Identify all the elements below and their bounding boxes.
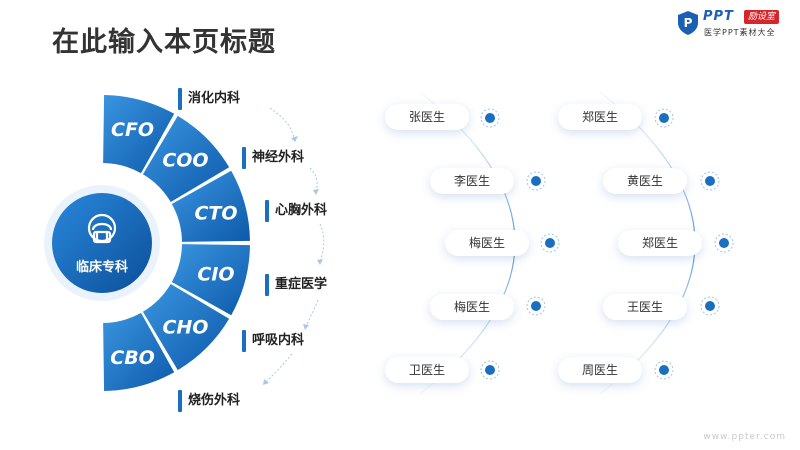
node-dot bbox=[659, 365, 669, 375]
node-ring bbox=[700, 296, 720, 316]
logo-subtitle: 医学PPT素材大全 bbox=[704, 28, 776, 37]
ring-segment bbox=[103, 95, 175, 174]
ring-segment bbox=[103, 312, 175, 391]
shield-p-icon: P bbox=[678, 11, 698, 35]
node-dot bbox=[705, 301, 715, 311]
watermark: www.ppter.com bbox=[703, 432, 786, 442]
ring-segment bbox=[142, 115, 230, 203]
node-ring bbox=[480, 108, 500, 128]
dept-label: 消化内科 bbox=[178, 88, 240, 110]
arrow-heads bbox=[263, 136, 323, 385]
doctor-pill[interactable]: 黄医生 bbox=[603, 168, 687, 194]
brand-logo: P PPT 励设室 医学PPT素材大全 bbox=[677, 8, 793, 38]
node-dot bbox=[485, 365, 495, 375]
node-dot bbox=[705, 176, 715, 186]
segment-label: CHO bbox=[162, 316, 208, 338]
node-ring bbox=[540, 233, 560, 253]
node-ring bbox=[654, 360, 674, 380]
ring-segment bbox=[171, 244, 250, 316]
node-ring bbox=[526, 171, 546, 191]
doctor-pill[interactable]: 张医生 bbox=[385, 104, 469, 130]
dept-label: 心胸外科 bbox=[265, 200, 327, 222]
doctor-pill[interactable]: 郑医生 bbox=[618, 230, 702, 256]
node-dot bbox=[531, 176, 541, 186]
node-ring bbox=[714, 233, 734, 253]
node-dot bbox=[545, 238, 555, 248]
segment-label: CFO bbox=[111, 119, 154, 141]
doctor-pill[interactable]: 卫医生 bbox=[385, 357, 469, 383]
node-ring bbox=[526, 296, 546, 316]
ring-segment bbox=[171, 170, 250, 242]
segment-ring: CFO COO CTO CIO CHO CBO bbox=[103, 95, 250, 391]
logo-brand: PPT bbox=[703, 9, 734, 24]
node-ring bbox=[700, 171, 720, 191]
arc-nodes bbox=[480, 108, 734, 380]
node-dot bbox=[531, 301, 541, 311]
dept-label: 呼吸内科 bbox=[242, 330, 304, 352]
dept-label: 重症医学 bbox=[265, 274, 327, 296]
dept-label: 神经外科 bbox=[242, 147, 304, 169]
doctor-pill[interactable]: 梅医生 bbox=[430, 294, 514, 320]
doctor-pill[interactable]: 周医生 bbox=[558, 357, 642, 383]
doctor-icon bbox=[87, 213, 117, 244]
dept-connectors bbox=[265, 107, 325, 383]
segment-label: CIO bbox=[197, 264, 234, 286]
ring-segment bbox=[142, 283, 230, 371]
node-ring bbox=[654, 108, 674, 128]
doctor-pill[interactable]: 王医生 bbox=[603, 294, 687, 320]
logo-tag: 励设室 bbox=[744, 10, 780, 24]
segment-label: CTO bbox=[194, 202, 237, 224]
node-dot bbox=[485, 113, 495, 123]
dept-label: 烧伤外科 bbox=[178, 390, 240, 412]
page-title: 在此输入本页标题 bbox=[52, 27, 276, 58]
node-dot bbox=[659, 113, 669, 123]
doctor-pill[interactable]: 郑医生 bbox=[558, 104, 642, 130]
doctor-pill[interactable]: 梅医生 bbox=[445, 230, 529, 256]
segment-label: COO bbox=[162, 150, 208, 172]
node-dot bbox=[719, 238, 729, 248]
center-label: 临床专科 bbox=[76, 259, 128, 275]
node-ring bbox=[480, 360, 500, 380]
svg-text:P: P bbox=[684, 16, 693, 30]
doctor-pill[interactable]: 李医生 bbox=[430, 168, 514, 194]
segment-label: CBO bbox=[110, 347, 155, 369]
